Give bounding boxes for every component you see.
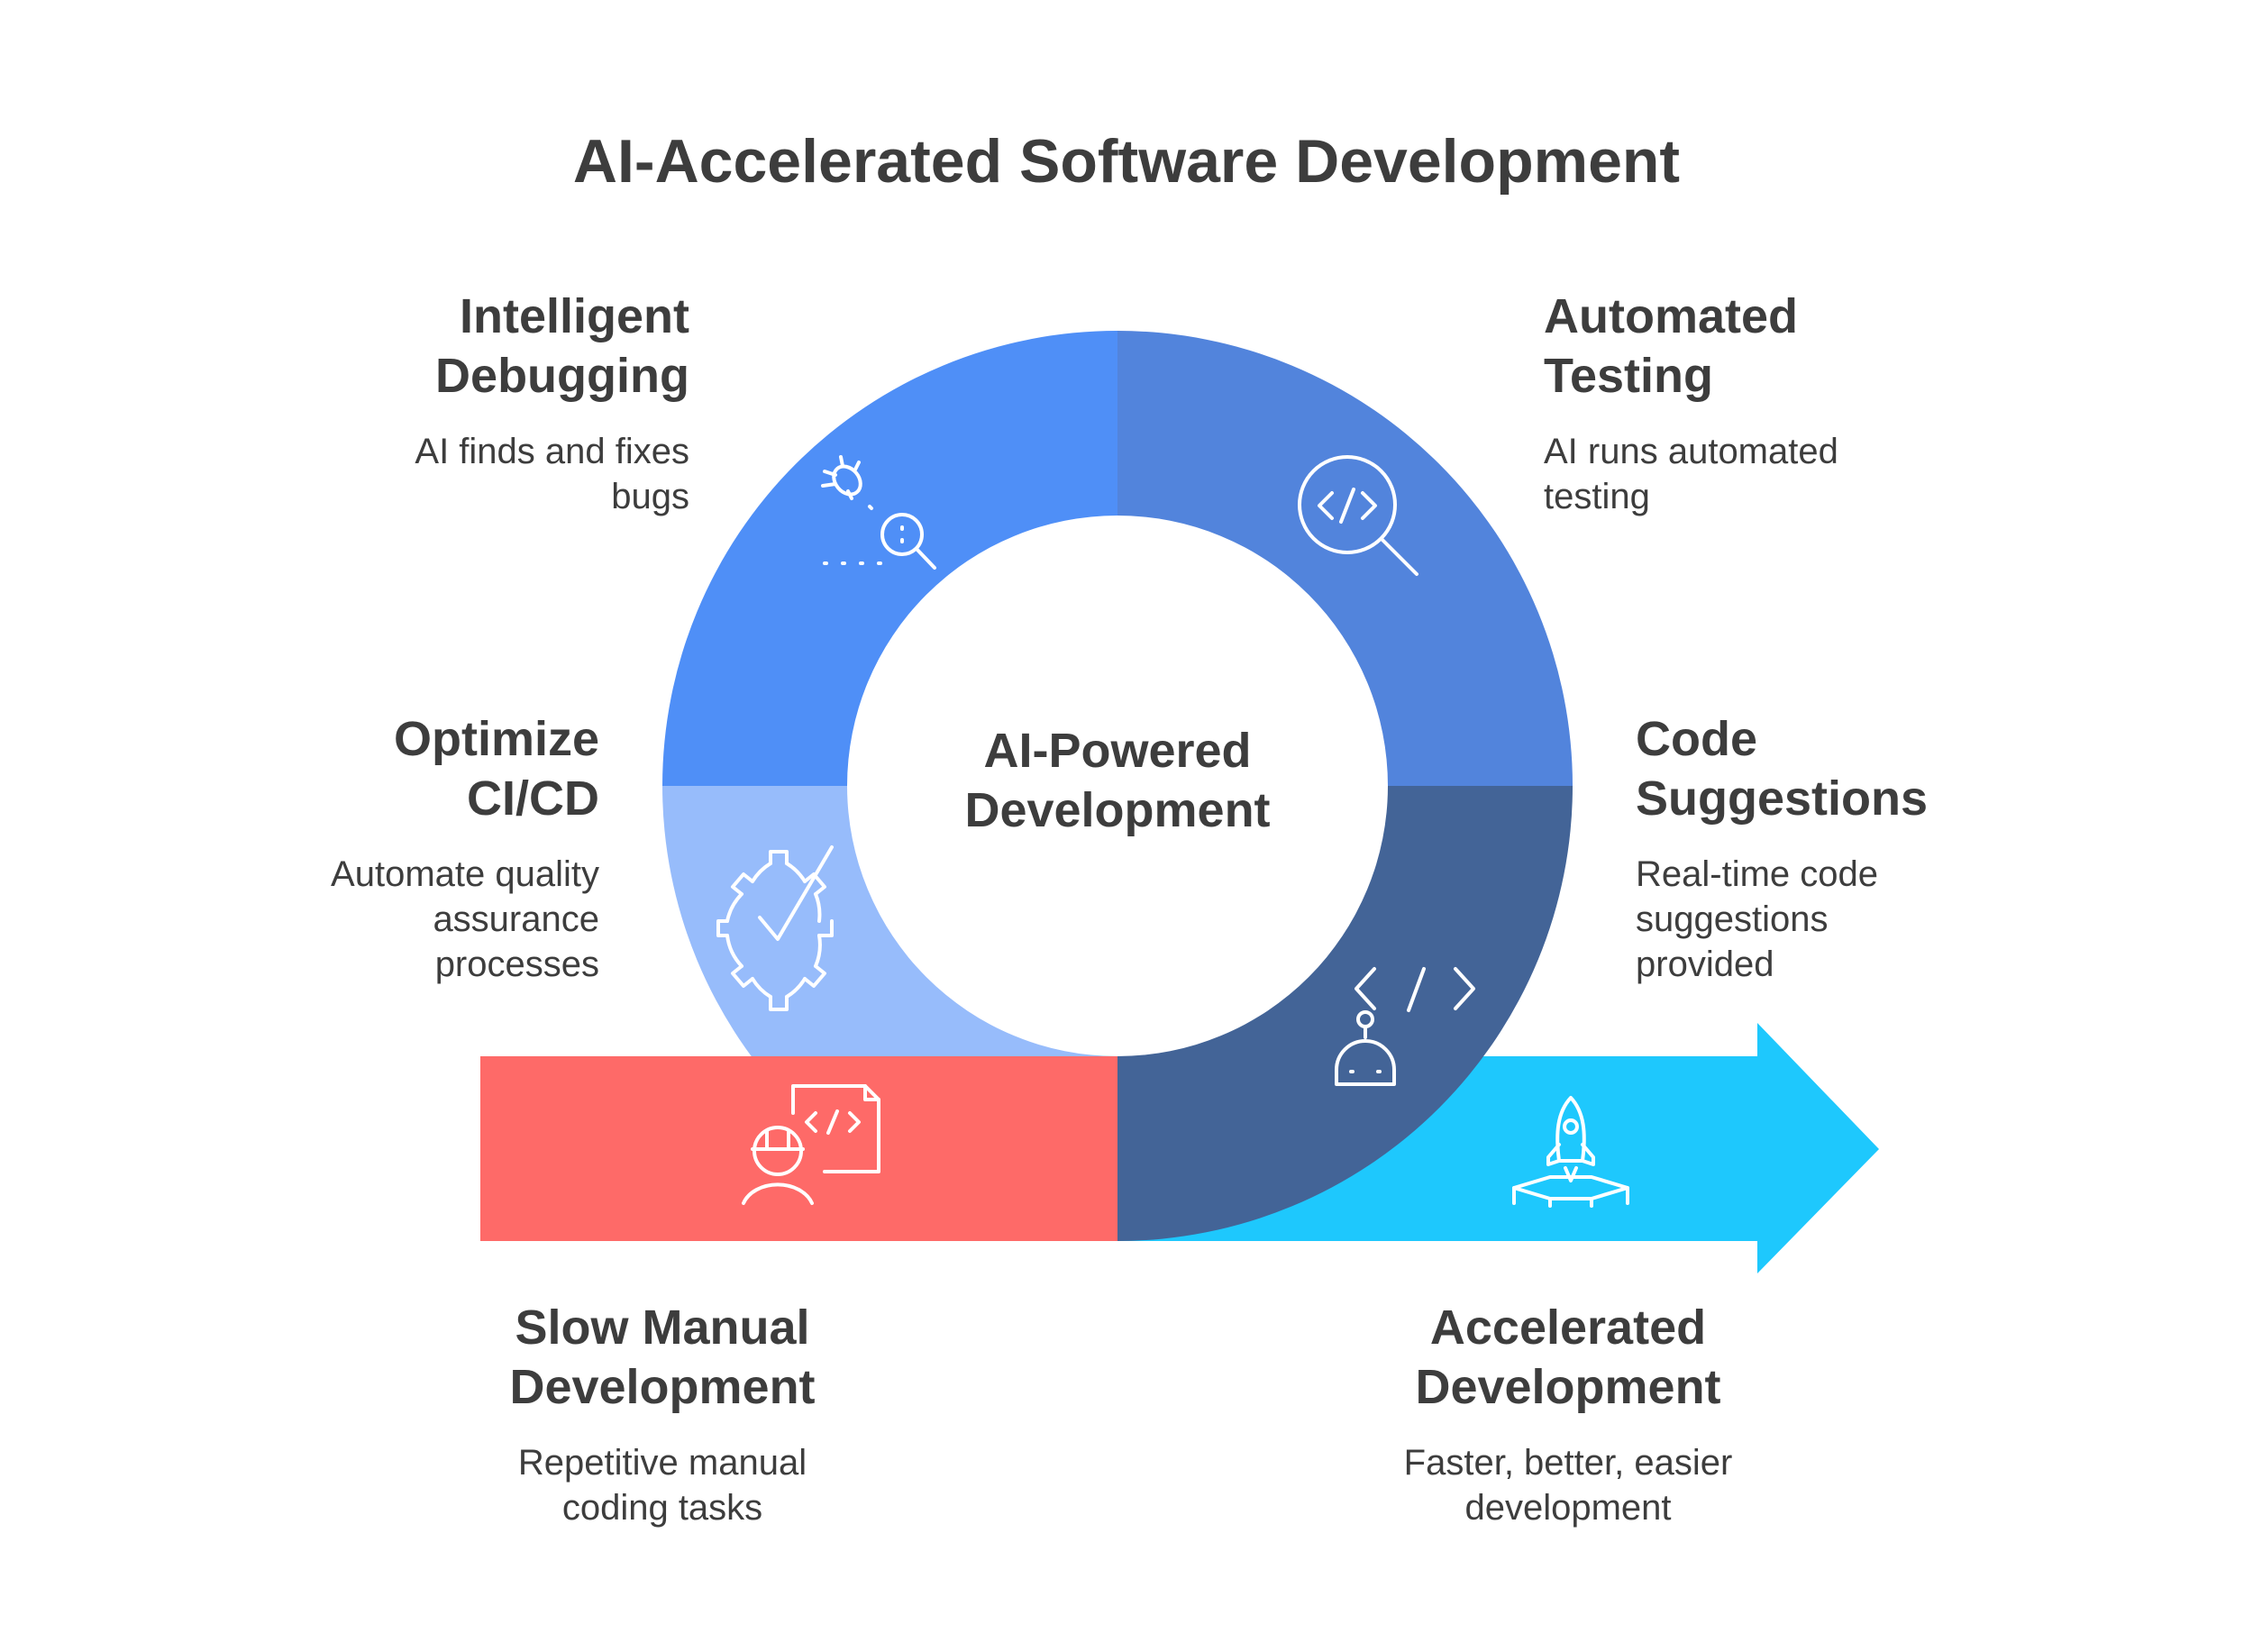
gear-check-icon [716, 845, 834, 1011]
rocket-launch-icon [1512, 1096, 1629, 1208]
cicd-description-line2: assurance [433, 899, 599, 939]
suggestions-description-line2: suggestions [1636, 899, 1829, 939]
diagram-title: AI-Accelerated Software Development [572, 127, 1681, 196]
slow-description: Repetitive manual coding tasks [437, 1440, 888, 1530]
debugging-description-line1: AI finds and fixes [415, 432, 689, 471]
cicd-heading: Optimize CI/CD [149, 709, 599, 828]
cicd-heading-line2: CI/CD [467, 771, 599, 826]
code-magnifier-icon [1298, 455, 1418, 576]
suggestions-segment [1117, 786, 1573, 1241]
slow-description-line1: Repetitive manual [517, 1443, 807, 1483]
center-label-line2: Development [964, 783, 1271, 837]
accelerated-description-line1: Faster, better, easier [1403, 1443, 1733, 1483]
accelerated-description-line2: development [1464, 1488, 1672, 1528]
suggestions-description: Real-time code suggestions provided [1636, 852, 2086, 987]
cicd-description: Automate quality assurance processes [149, 852, 599, 987]
bug-magnifier-icon [821, 455, 936, 570]
testing-description-line2: testing [1544, 477, 1650, 516]
debugging-heading-line1: Intelligent [460, 289, 689, 343]
slow-heading-line1: Slow Manual [515, 1301, 810, 1355]
cicd-heading-line1: Optimize [393, 712, 599, 766]
developer-code-icon [742, 1084, 880, 1205]
debugging-heading: Intelligent Debugging [239, 287, 689, 406]
accelerated-heading-line1: Accelerated [1429, 1301, 1707, 1355]
accelerated-label-block: Accelerated Development Faster, better, … [1343, 1298, 1793, 1530]
debugging-segment [662, 331, 1117, 786]
debugging-heading-line2: Debugging [435, 349, 689, 403]
suggestions-description-line1: Real-time code [1636, 854, 1879, 894]
slow-description-line2: coding tasks [561, 1488, 763, 1528]
suggestions-description-line3: provided [1636, 945, 1774, 984]
suggestions-heading-line1: Code [1636, 712, 1757, 766]
slow-heading-line2: Development [509, 1360, 816, 1414]
center-label: AI-Powered Development [838, 721, 1397, 840]
testing-description-line1: AI runs automated [1544, 432, 1838, 471]
testing-heading: Automated Testing [1544, 287, 1994, 406]
center-label-line1: AI-Powered [983, 724, 1252, 778]
debugging-description: AI finds and fixes bugs [239, 429, 689, 519]
slow-heading: Slow Manual Development [437, 1298, 888, 1417]
slow-label-block: Slow Manual Development Repetitive manua… [437, 1298, 888, 1530]
accelerated-description: Faster, better, easier development [1343, 1440, 1793, 1530]
debugging-description-line2: bugs [611, 477, 689, 516]
testing-heading-line1: Automated [1544, 289, 1798, 343]
cicd-description-line3: processes [434, 945, 599, 984]
suggestions-label-block: Code Suggestions Real-time code suggesti… [1636, 709, 2086, 987]
debugging-label-block: Intelligent Debugging AI finds and fixes… [239, 287, 689, 519]
cicd-label-block: Optimize CI/CD Automate quality assuranc… [149, 709, 599, 987]
testing-heading-line2: Testing [1544, 349, 1713, 403]
testing-description: AI runs automated testing [1544, 429, 1994, 519]
testing-label-block: Automated Testing AI runs automated test… [1544, 287, 1994, 519]
robot-code-icon [1335, 967, 1475, 1086]
accelerated-heading: Accelerated Development [1343, 1298, 1793, 1417]
suggestions-heading-line2: Suggestions [1636, 771, 1929, 826]
cicd-description-line1: Automate quality [331, 854, 599, 894]
suggestions-heading: Code Suggestions [1636, 709, 2086, 828]
accelerated-heading-line2: Development [1415, 1360, 1721, 1414]
testing-segment [1117, 331, 1573, 786]
